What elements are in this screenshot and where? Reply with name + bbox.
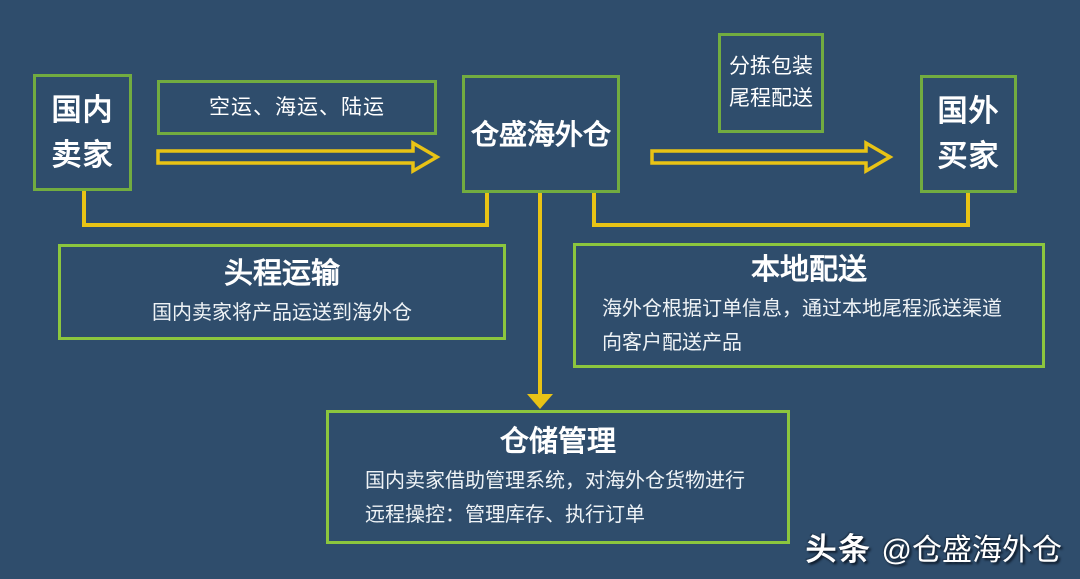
node-label: 国内 (51, 93, 114, 127)
sorting-lastmile-label-box: 分拣包装 尾程配送 (718, 33, 824, 133)
watermark-brand: 头条 (805, 532, 872, 567)
last-mile-arrow-icon (650, 139, 894, 175)
panel-title: 本地配送 (750, 254, 867, 286)
watermark-handle: @仓盛海外仓 (881, 534, 1062, 567)
first-mile-arrow-icon (156, 139, 441, 175)
watermark: 头条 @仓盛海外仓 (806, 524, 1062, 569)
panel-title: 仓储管理 (499, 425, 616, 458)
panel-description: 海外仓根据订单信息，通过本地尾程派送渠道向客户配送产品 (602, 298, 1002, 354)
node-domestic-seller: 国内 卖家 (33, 74, 132, 191)
transport-modes-label: 空运、海运、陆运 (209, 95, 385, 119)
down-arrowhead-icon (527, 394, 553, 409)
panel-description: 国内卖家将产品运送到海外仓 (152, 301, 412, 324)
sorting-label: 分拣包装 (729, 55, 813, 78)
node-label: 买家 (937, 140, 1000, 173)
node-label: 国外 (937, 95, 1000, 128)
panel-warehouse-management: 仓储管理 国内卖家借助管理系统，对海外仓货物进行远程操控：管理库存、执行订单 (326, 410, 790, 544)
panel-description: 国内卖家借助管理系统，对海外仓货物进行远程操控：管理库存、执行订单 (365, 469, 745, 526)
lastmile-label: 尾程配送 (729, 87, 813, 110)
node-label: 卖家 (51, 138, 114, 172)
panel-title: 头程运输 (223, 257, 340, 290)
node-label: 仓盛海外仓 (470, 118, 611, 150)
transport-modes-label-box: 空运、海运、陆运 (157, 80, 437, 135)
node-overseas-warehouse: 仓盛海外仓 (462, 75, 620, 193)
panel-first-leg-transport: 头程运输 国内卖家将产品运送到海外仓 (58, 244, 506, 340)
local-delivery-bracket-line (592, 193, 970, 227)
panel-local-delivery: 本地配送 海外仓根据订单信息，通过本地尾程派送渠道向客户配送产品 (573, 243, 1045, 368)
first-leg-bracket-line (82, 190, 489, 227)
node-foreign-buyer: 国外 买家 (920, 75, 1017, 193)
